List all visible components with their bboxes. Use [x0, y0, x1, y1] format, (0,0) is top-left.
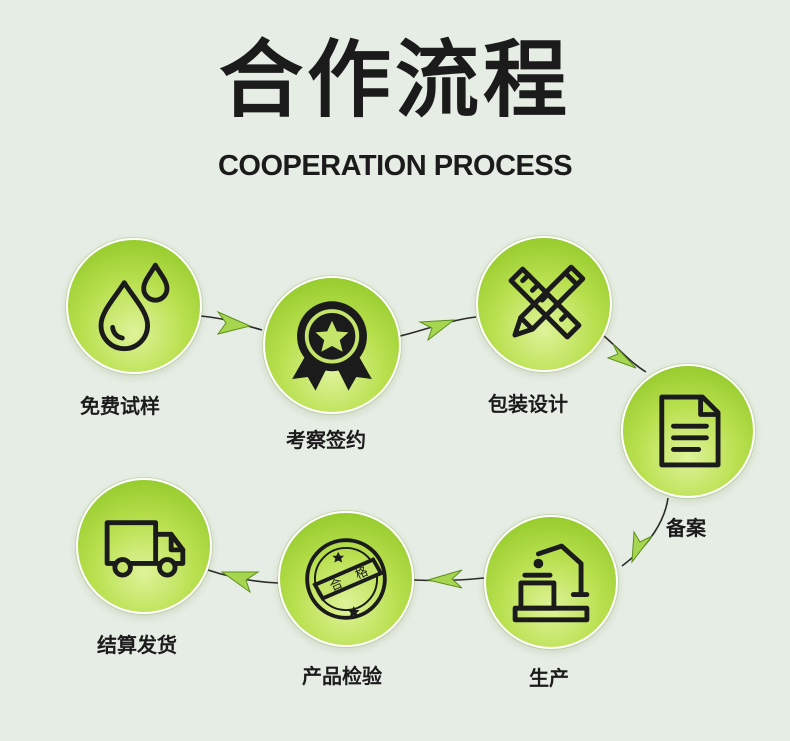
step-4-circle [621, 364, 755, 498]
delivery-truck-icon [104, 520, 186, 578]
award-medal-icon [292, 301, 372, 391]
step-4-label: 备案 [666, 516, 706, 540]
excavator-machine-icon [512, 543, 590, 623]
ruler-pencil-icon [508, 264, 586, 340]
page-title: 合作流程 [218, 31, 571, 129]
step-2-circle [263, 276, 401, 414]
connector-arrow-3 [606, 343, 637, 369]
connector-arrow-4 [631, 530, 653, 564]
connector-line-3 [603, 335, 647, 373]
step-7-circle [76, 478, 212, 614]
connector-arrow-2 [418, 319, 456, 342]
step-6-label: 产品检验 [302, 664, 382, 688]
document-icon [659, 394, 721, 468]
step-6-circle: 合 格 [278, 511, 414, 647]
step-2-label: 考察签约 [286, 428, 366, 452]
step-1-circle [66, 238, 202, 374]
stamp-text-right: 格 [352, 563, 370, 582]
connector-arrow-6 [220, 571, 260, 594]
qualified-stamp-icon: 合 格 [305, 538, 387, 620]
step-5-label: 生产 [529, 666, 569, 690]
connector-line-4 [621, 497, 669, 567]
step-5-circle [484, 515, 618, 649]
connector-arrow-5 [426, 569, 463, 589]
step-3-circle [476, 236, 612, 372]
stamp-text-left: 合 [327, 575, 345, 594]
step-3-label: 包装设计 [488, 392, 568, 416]
step-7-label: 结算发货 [97, 633, 177, 657]
water-drops-icon [98, 262, 170, 352]
page-subtitle: COOPERATION PROCESS [217, 150, 573, 182]
connector-arrow-1 [216, 310, 252, 335]
step-1-label: 免费试样 [80, 394, 160, 418]
